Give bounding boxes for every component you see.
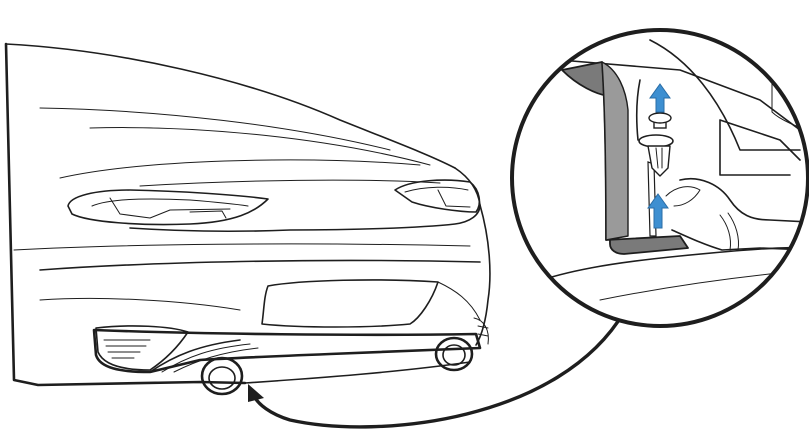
tail-lamp-left-inner bbox=[91, 198, 249, 207]
detail-callout bbox=[510, 28, 809, 328]
bumper-side-right bbox=[475, 204, 491, 346]
car-body-outline bbox=[4, 42, 247, 387]
tail-lamp-right-inner bbox=[404, 186, 469, 193]
tail-lamp-right bbox=[394, 179, 481, 213]
detail-finger bbox=[665, 186, 701, 207]
curved-arrow-icon bbox=[248, 310, 626, 429]
trunk-lid-crease bbox=[59, 159, 421, 179]
quarter-panel-crease bbox=[13, 243, 471, 251]
exhaust-tip-right-inner bbox=[442, 344, 466, 366]
right-reflector bbox=[473, 317, 489, 345]
left-reflector-hatch bbox=[103, 339, 151, 359]
detail-hand-outline bbox=[671, 178, 808, 251]
exhaust-tip-left-outer bbox=[200, 356, 244, 396]
bracket-hole-edge bbox=[635, 79, 641, 141]
car-rear-illustration bbox=[4, 42, 491, 396]
diffuser-strake-3 bbox=[173, 347, 259, 373]
diffuser-strake-2 bbox=[161, 343, 251, 373]
bumper-top-line bbox=[39, 259, 481, 271]
bumper-crease-right bbox=[437, 281, 481, 321]
exhaust-tip-right-outer bbox=[434, 336, 474, 372]
detail-body-panel-2 bbox=[649, 39, 801, 151]
tail-lamp-left bbox=[67, 189, 269, 226]
detail-body-panel bbox=[559, 59, 801, 131]
detail-undercarriage bbox=[514, 246, 808, 291]
left-reflector bbox=[95, 325, 189, 371]
exhaust-tip-left-inner bbox=[208, 366, 236, 390]
detail-glove-cuff bbox=[719, 212, 739, 251]
trunk-lid-lip bbox=[139, 179, 441, 187]
detail-circle-border bbox=[510, 28, 809, 328]
lower-bumper-panel bbox=[92, 328, 482, 374]
diffuser-strake-1 bbox=[149, 339, 241, 373]
rear-window-outline bbox=[5, 43, 456, 169]
bumper-crease-left bbox=[39, 297, 241, 311]
up-arrow-icon bbox=[647, 193, 669, 229]
license-plate-recess bbox=[261, 279, 439, 328]
bracket-flange bbox=[601, 61, 629, 241]
detail-body-edge bbox=[719, 119, 801, 176]
bumper-bottom-edge bbox=[244, 361, 471, 384]
roof-line bbox=[89, 127, 431, 166]
tail-lamp-left-detail-2 bbox=[189, 210, 227, 219]
up-arrow-icon bbox=[649, 83, 671, 113]
push-clip-icon bbox=[638, 112, 674, 177]
rear-window-lower-edge bbox=[39, 107, 391, 151]
detail-interior bbox=[514, 39, 808, 301]
tail-lamp-left-detail bbox=[109, 197, 231, 219]
tail-lamp-right-detail bbox=[437, 189, 471, 208]
